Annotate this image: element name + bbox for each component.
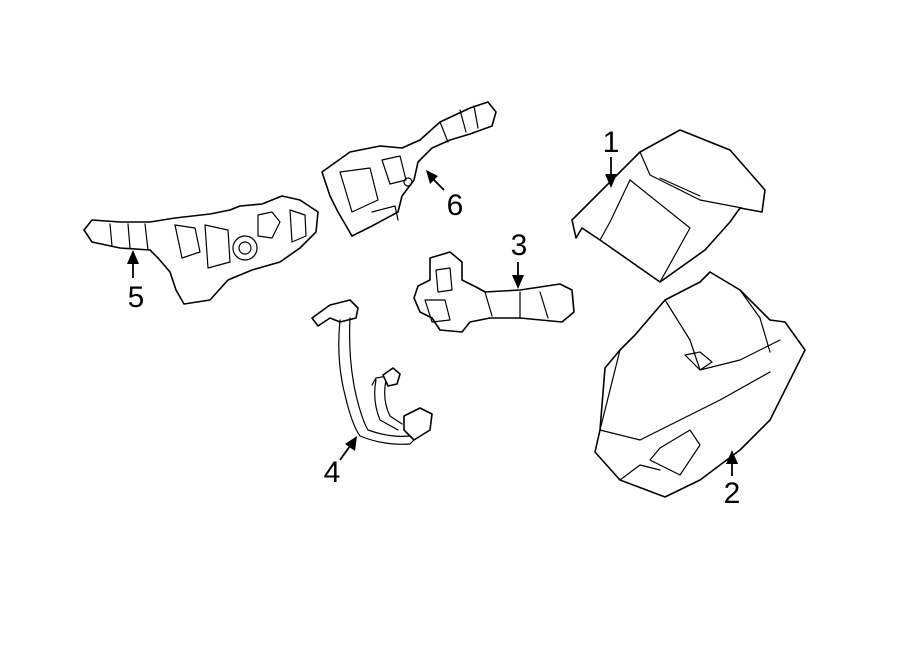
arrowhead-3 bbox=[512, 275, 524, 289]
callout-2: 2 bbox=[724, 477, 741, 510]
wiring-harness bbox=[311, 299, 433, 445]
callout-6: 6 bbox=[447, 189, 464, 222]
callout-3: 3 bbox=[511, 229, 528, 262]
arrowhead-1 bbox=[605, 174, 617, 188]
callout-1: 1 bbox=[603, 126, 620, 159]
headlamp-turn-signal-switch bbox=[83, 195, 319, 305]
wiper-switch bbox=[321, 101, 497, 237]
arrowhead-5 bbox=[127, 250, 139, 264]
arrowhead-4 bbox=[345, 436, 357, 451]
arrowhead-6 bbox=[426, 170, 438, 184]
leader-4 bbox=[339, 445, 351, 461]
upper-column-cover bbox=[571, 129, 766, 283]
cruise-control-switch bbox=[413, 251, 575, 333]
arrowhead-2 bbox=[726, 450, 738, 464]
callout-5: 5 bbox=[128, 281, 145, 314]
callout-labels: 1 2 3 4 5 6 bbox=[128, 126, 741, 510]
callout-4: 4 bbox=[324, 456, 341, 489]
callout-leaders bbox=[127, 157, 738, 476]
lower-column-cover bbox=[594, 271, 806, 498]
